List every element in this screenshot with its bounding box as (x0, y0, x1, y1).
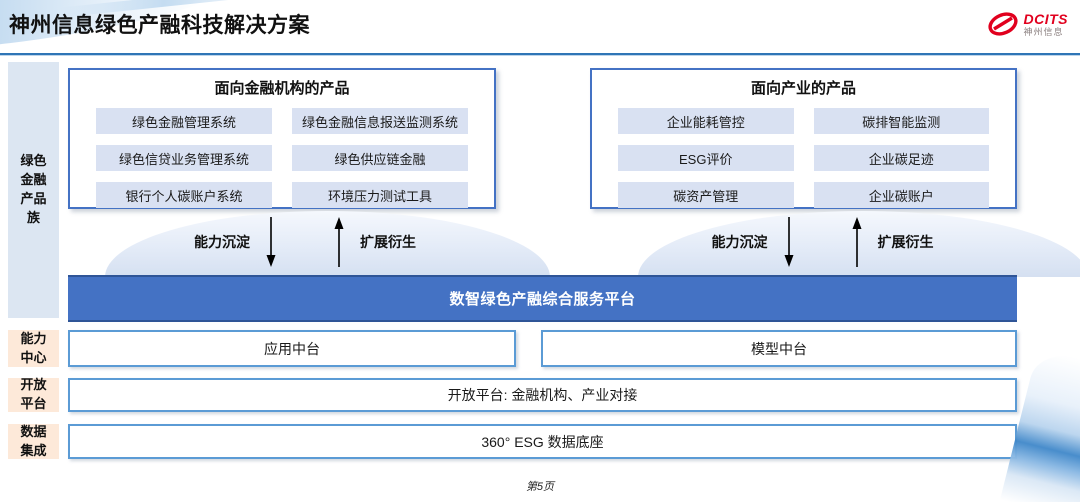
product-item: 企业能耗管控 (618, 108, 794, 134)
product-item: ESG评价 (618, 145, 794, 171)
open-platform-box: 开放平台: 金融机构、产业对接 (68, 378, 1017, 412)
finance-box-title: 面向金融机构的产品 (214, 80, 350, 97)
header-divider (0, 53, 1080, 56)
product-item: 企业碳账户 (813, 182, 989, 208)
sidebar-label-product-family: 绿色金融产品族 (8, 62, 59, 318)
expand-derive-label: 扩展衍生 (877, 234, 934, 250)
dcits-logo: DCITS 神州信息 (987, 10, 1069, 38)
arrow-up-icon (334, 217, 344, 267)
arrow-group-right: 能力沉淀 扩展衍生 (690, 215, 955, 269)
finance-items-grid: 绿色金融管理系统 绿色金融信息报送监测系统 绿色信贷业务管理系统 绿色供应链金融… (70, 98, 494, 208)
product-item: 环境压力测试工具 (292, 182, 468, 208)
product-item: 绿色供应链金融 (292, 145, 468, 171)
sidebar-label-text: 开放平台 (20, 377, 47, 411)
model-middle-platform-box: 模型中台 (541, 330, 1017, 367)
product-item: 碳资产管理 (618, 182, 794, 208)
expand-derive-label: 扩展衍生 (360, 234, 416, 250)
arrow-down-icon (266, 217, 276, 267)
logo-text-block: DCITS 神州信息 (1024, 12, 1069, 37)
sidebar-label-capability-center: 能力中心 (8, 330, 59, 367)
sidebar-label-open-platform: 开放平台 (8, 377, 59, 412)
product-item: 绿色金融信息报送监测系统 (292, 108, 468, 134)
product-item: 绿色金融管理系统 (96, 108, 272, 134)
sidebar-label-text: 绿色金融产品族 (20, 153, 47, 225)
sidebar-label-text: 能力中心 (20, 330, 47, 365)
application-middle-platform-box: 应用中台 (68, 330, 516, 367)
product-item: 银行个人碳账户系统 (96, 182, 272, 208)
industry-products-box: 面向产业的产品 企业能耗管控 碳排智能监测 ESG评价 企业碳足迹 碳资产管理 … (590, 68, 1017, 209)
arrow-down-icon (784, 217, 793, 267)
product-item: 绿色信贷业务管理系统 (96, 145, 272, 171)
sidebar-label-data-integration: 数据集成 (8, 424, 59, 459)
finance-products-box: 面向金融机构的产品 绿色金融管理系统 绿色金融信息报送监测系统 绿色信贷业务管理… (68, 68, 496, 209)
industry-box-title: 面向产业的产品 (750, 80, 856, 97)
page-number: 第5页 (525, 481, 555, 493)
logo-name: DCITS (1023, 10, 1068, 27)
sidebar-label-text: 数据集成 (20, 423, 47, 458)
capability-deposit-label: 能力沉淀 (711, 234, 768, 250)
capability-deposit-label: 能力沉淀 (194, 234, 250, 250)
esg-data-base-box: 360° ESG 数据底座 (68, 424, 1017, 459)
arrow-up-icon (852, 217, 861, 267)
dcits-swoosh-icon (987, 12, 1018, 36)
industry-items-grid: 企业能耗管控 碳排智能监测 ESG评价 企业碳足迹 碳资产管理 企业碳账户 (592, 98, 1015, 208)
arrow-group-left: 能力沉淀 扩展衍生 (170, 215, 440, 269)
logo-subtitle: 神州信息 (1023, 26, 1064, 37)
platform-bar: 数智绿色产融综合服务平台 (68, 275, 1017, 322)
product-item: 碳排智能监测 (813, 108, 989, 134)
product-item: 企业碳足迹 (813, 145, 989, 171)
page-title: 神州信息绿色产融科技解决方案 (9, 14, 310, 37)
